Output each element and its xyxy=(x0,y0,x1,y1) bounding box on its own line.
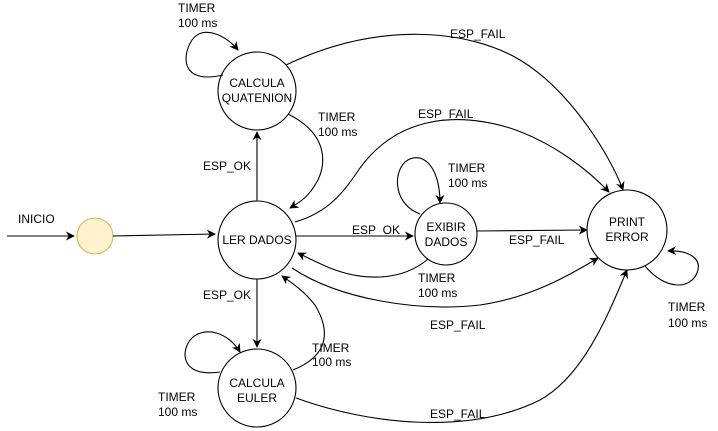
state-calcula-euler[interactable] xyxy=(217,348,297,428)
edge-exibir-self-label1: TIMER xyxy=(448,161,486,175)
edge-ler-to-quatenion-label: ESP_OK xyxy=(203,159,251,173)
edge-print-self-label1: TIMER xyxy=(668,300,706,314)
edge-exibir-self-label2: 100 ms xyxy=(448,176,487,190)
edge-euler-self xyxy=(184,331,241,374)
edge-euler-self-label1: TIMER xyxy=(158,390,196,404)
state-exibir-line1: EXIBIR xyxy=(426,220,466,234)
state-calcula-quatenion[interactable] xyxy=(217,51,297,131)
edge-exibir-to-ler-label1: TIMER xyxy=(418,271,456,285)
state-exibir-dados[interactable] xyxy=(414,202,478,266)
initial-state[interactable] xyxy=(76,217,114,255)
edge-ler-to-euler-label: ESP_OK xyxy=(203,288,251,302)
edge-quatenion-self-label2: 100 ms xyxy=(178,16,217,30)
state-print-line2: ERROR xyxy=(605,230,649,244)
edge-print-self xyxy=(644,246,699,286)
edge-exibir-to-print-label: ESP_FAIL xyxy=(509,233,565,247)
edge-euler-to-print xyxy=(295,269,628,423)
edge-ler-to-print-top-label: ESP_FAIL xyxy=(418,107,474,121)
edge-print-self-label2: 100 ms xyxy=(668,316,707,330)
edge-euler-self-label2: 100 ms xyxy=(158,405,197,419)
state-quatenion-line1: CALCULA xyxy=(229,76,284,90)
edge-exibir-to-print xyxy=(476,225,588,235)
edge-euler-to-ler-label1: TIMER xyxy=(312,341,350,355)
edge-ler-to-print-bottom xyxy=(291,257,599,308)
state-ler-dados-label: LER DADOS xyxy=(222,233,291,247)
edge-ler-to-print-top xyxy=(294,119,610,223)
edge-euler-to-print-label: ESP_FAIL xyxy=(430,407,486,421)
edge-exibir-to-ler xyxy=(297,252,429,278)
edge-exibir-to-ler-label2: 100 ms xyxy=(418,286,457,300)
edge-quatenion-to-ler xyxy=(287,113,324,209)
state-exibir-line2: DADOS xyxy=(425,235,468,249)
edge-quatenion-to-ler-label1: TIMER xyxy=(318,110,356,124)
edge-quatenion-self-label1: TIMER xyxy=(178,1,216,15)
edge-euler-to-ler-label2: 100 ms xyxy=(312,355,351,369)
edge-initial-to-ler xyxy=(112,229,216,239)
edge-ler-to-exibir-label: ESP_OK xyxy=(352,223,400,237)
state-euler-line2: EULER xyxy=(237,391,277,405)
state-quatenion-line2: QUATENION xyxy=(222,91,292,105)
start-label: INICIO xyxy=(18,212,55,226)
state-print-line1: PRINT xyxy=(609,215,646,229)
edge-quatenion-to-print xyxy=(285,33,625,191)
edge-ler-to-print-bottom-label: ESP_FAIL xyxy=(430,318,486,332)
edge-exibir-self xyxy=(397,157,445,215)
state-euler-line1: CALCULA xyxy=(229,376,284,390)
edge-quatenion-to-print-label: ESP_FAIL xyxy=(450,27,506,41)
edge-quatenion-to-ler-label2: 100 ms xyxy=(318,125,357,139)
edge-quatenion-self xyxy=(185,31,239,78)
edge-euler-to-ler xyxy=(281,275,325,371)
